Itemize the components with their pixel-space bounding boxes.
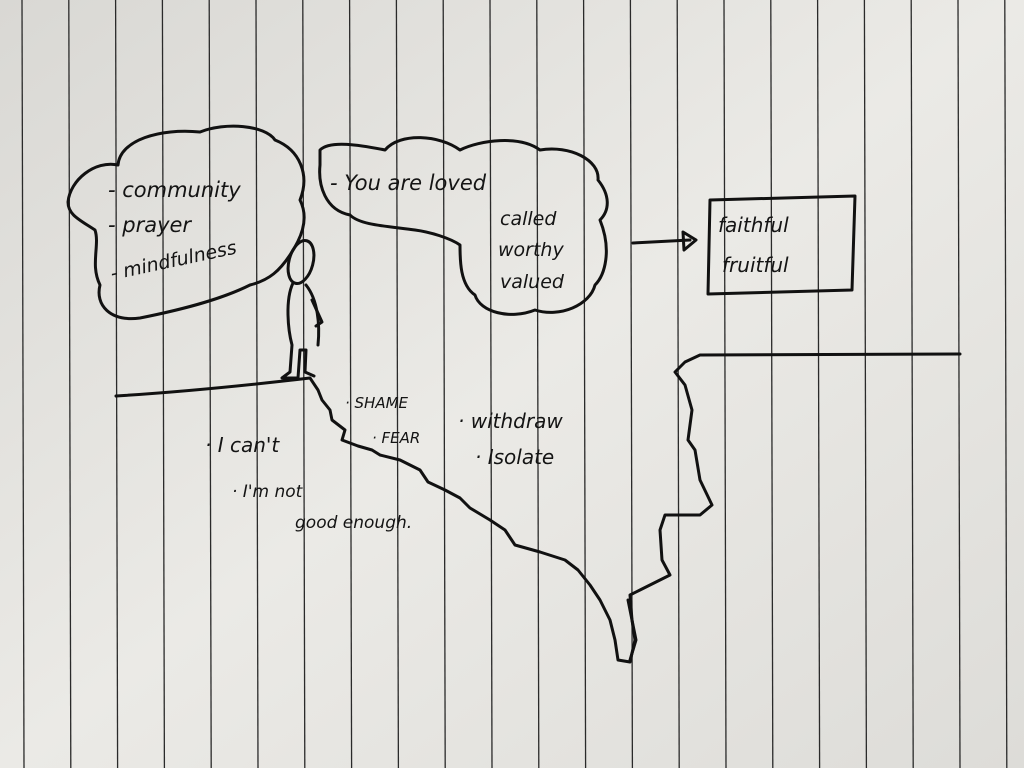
ruled-line [582, 0, 587, 768]
arrow-icon [631, 230, 698, 252]
box-item-faithful: faithful [718, 213, 789, 237]
ruled-line [1004, 0, 1008, 768]
label-isolate: · Isolate [475, 445, 554, 469]
right-thought-cloud [318, 136, 609, 316]
label-shame: · SHAME [345, 394, 409, 412]
ruled-line [536, 0, 540, 768]
ruled-line [910, 0, 914, 768]
ruled-line [816, 0, 821, 768]
label-withdraw: · withdraw [458, 409, 563, 433]
label-not-enough-line1: · I'm not [232, 482, 304, 502]
right-cloud-item-valued: valued [500, 271, 565, 293]
label-fear: · FEAR [372, 429, 420, 447]
ruled-line [442, 0, 446, 768]
box-item-fruitful: fruitful [722, 253, 789, 277]
right-cloud-item-called: called [500, 208, 557, 230]
ruled-line [161, 0, 166, 768]
stick-figure [280, 239, 324, 380]
label-i-cant: · I can't [205, 433, 280, 457]
ruled-line [770, 0, 774, 768]
ruled-line [863, 0, 868, 768]
ruled-line [302, 0, 306, 768]
cliff-outline [114, 352, 962, 664]
right-cloud-item-loved: - You are loved [330, 171, 487, 195]
left-cloud-item-prayer: - prayer [108, 213, 192, 237]
outcome-box [706, 194, 857, 296]
ruled-line [676, 0, 680, 768]
ruled-line [68, 0, 72, 768]
ruled-line [957, 0, 961, 768]
ruled-line [114, 0, 119, 768]
label-not-enough-line2: good enough. [295, 513, 412, 533]
ruled-line [21, 0, 25, 768]
ruled-line [395, 0, 400, 768]
ruled-line [629, 0, 634, 768]
ruled-line [723, 0, 727, 768]
left-cloud-item-community: - community [108, 178, 241, 202]
ruled-line [489, 0, 493, 768]
ruled-line [348, 0, 353, 768]
right-cloud-item-worthy: worthy [498, 239, 564, 261]
